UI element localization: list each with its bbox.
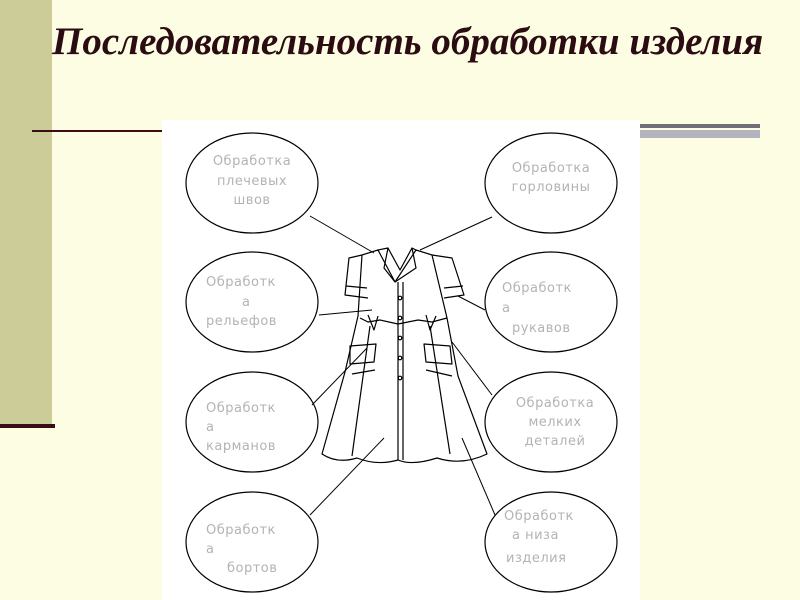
node-sleeves-label-3: рукавов xyxy=(512,321,571,336)
node-neck-ellipse xyxy=(484,132,618,234)
node-sleeves-label-2: а xyxy=(502,301,511,316)
node-pockets-ellipse xyxy=(185,371,319,473)
node-shoulder-label-3: швов xyxy=(233,193,271,208)
node-pockets-label-3: карманов xyxy=(206,439,276,454)
diagram-panel: Обработка плечевых швов Обработка горлов… xyxy=(162,120,640,600)
connector-neck xyxy=(419,216,493,251)
node-sleeves-label-1: Обработк xyxy=(502,281,572,296)
node-small-label-3: деталей xyxy=(524,434,586,449)
connector-reliefs xyxy=(318,309,373,316)
connector-plackets xyxy=(309,437,385,516)
node-plackets-label-3: бортов xyxy=(227,561,278,576)
connector-sleeves xyxy=(457,295,486,311)
node-reliefs-label-3: рельефов xyxy=(206,314,277,329)
node-shoulder-label-2: плечевых xyxy=(216,174,288,189)
node-pockets-label-1: Обработк xyxy=(206,401,276,416)
left-accent-rule xyxy=(0,424,55,428)
connector-hem xyxy=(461,437,496,516)
node-hem-label-2: а низа xyxy=(512,528,559,543)
node-sleeves-ellipse xyxy=(484,251,618,353)
node-plackets-label-1: Обработк xyxy=(206,523,276,538)
connector-shoulder xyxy=(309,215,375,254)
node-neck-label-1: Обработка xyxy=(511,161,591,176)
title-rule-left xyxy=(32,130,162,132)
node-shoulder-ellipse xyxy=(185,132,319,234)
node-small-label-1: Обработка xyxy=(515,396,595,411)
node-small-label-2: мелких xyxy=(528,415,582,430)
left-accent-bar xyxy=(0,0,52,425)
diagram-canvas xyxy=(185,132,618,593)
node-shoulder-label-1: Обработка xyxy=(212,154,292,169)
node-plackets-label-2: а xyxy=(206,542,215,557)
node-plackets-ellipse xyxy=(185,491,319,593)
node-small-ellipse xyxy=(484,371,618,473)
dress-illustration xyxy=(321,247,488,464)
node-reliefs-label-2: а xyxy=(242,295,251,310)
title-rule-right-light xyxy=(640,130,760,138)
title-rule-right-dark xyxy=(640,124,760,128)
node-hem-label-3: изделия xyxy=(506,551,567,566)
slide-title: Последовательность обработки изделия xyxy=(52,20,764,63)
node-reliefs-label-1: Обработк xyxy=(206,275,276,290)
node-hem-label-1: Обработк xyxy=(504,509,574,524)
connector-pockets xyxy=(311,347,368,406)
node-neck-label-2: горловины xyxy=(511,180,591,195)
node-reliefs-ellipse xyxy=(185,251,319,353)
node-pockets-label-2: а xyxy=(206,420,215,435)
connector-small xyxy=(451,341,493,396)
node-hem-ellipse xyxy=(484,491,618,593)
